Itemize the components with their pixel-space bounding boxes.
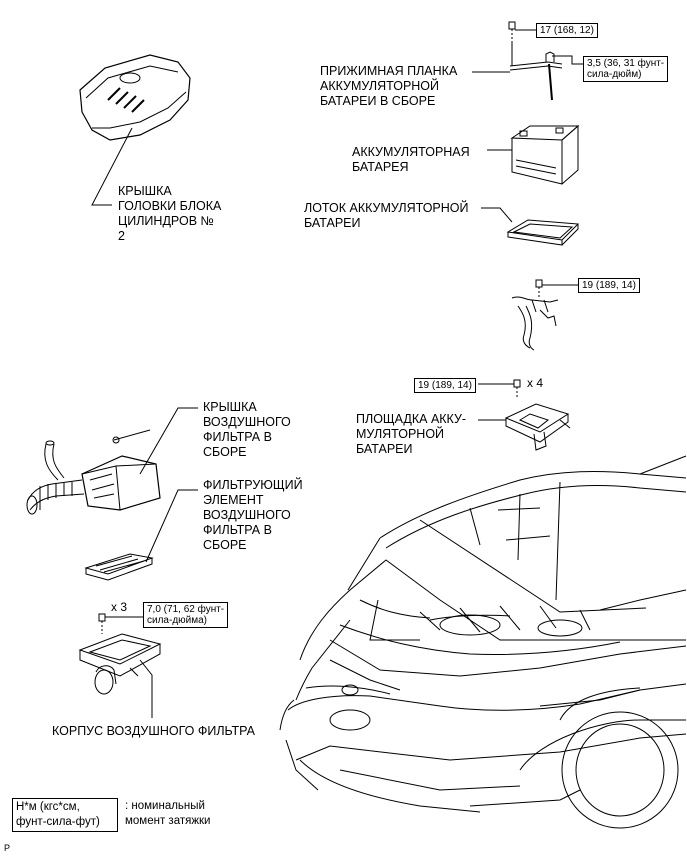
- torque-box-clamp-bolt: 17 (168, 12): [536, 23, 598, 38]
- torque-box-carrier-bolts: 19 (189, 14): [414, 378, 476, 393]
- label-battery-tray: ЛОТОК АККУМУЛЯТОРНОЙ БАТАРЕИ: [304, 201, 469, 230]
- label-cylinder-head-cover: КРЫШКА ГОЛОВКИ БЛОКА ЦИЛИНДРОВ № 2: [118, 184, 222, 243]
- label-battery-carrier: ПЛОЩАДКА АККУ- МУЛЯТОРНОЙ БАТАРЕИ: [356, 412, 467, 456]
- air-cleaner-case-illustration: [78, 613, 162, 695]
- label-air-cleaner-case: КОРПУС ВОЗДУШНОГО ФИЛЬТРА: [52, 724, 255, 738]
- multiplier-carrier: x 4: [527, 376, 544, 390]
- figure-code: P: [4, 843, 11, 853]
- torque-box-case-bolts: 7,0 (71, 62 фунт- сила-дюйма): [143, 602, 229, 628]
- label-air-filter-element: ФИЛЬТРУЮЩИЙ ЭЛЕМЕНТ ВОЗДУШНОГО ФИЛЬТРА В…: [203, 478, 303, 552]
- torque-box-bracket-bolt: 19 (189, 14): [578, 278, 640, 293]
- battery-illustration: [510, 124, 580, 185]
- battery-bracket-illustration: [511, 279, 559, 351]
- battery-tray-illustration: [506, 219, 580, 246]
- label-battery: АККУМУЛЯТОРНАЯ БАТАРЕЯ: [352, 145, 470, 174]
- air-filter-element-illustration: [84, 553, 154, 581]
- legend-text: : номинальный момент затяжки: [125, 800, 211, 827]
- label-air-cleaner-cap: КРЫШКА ВОЗДУШНОГО ФИЛЬТРА В СБОРЕ: [203, 400, 291, 459]
- label-battery-clamp: ПРИЖИМНАЯ ПЛАНКА АККУМУЛЯТОРНОЙ БАТАРЕИ …: [320, 64, 458, 108]
- battery-clamp-illustration: [508, 21, 563, 101]
- multiplier-case: x 3: [111, 600, 128, 614]
- vehicle-illustration: [279, 455, 687, 829]
- torque-box-clamp-nut: 3,5 (36, 31 фунт- сила-дюйм): [583, 56, 669, 82]
- legend-box: Н*м (кгс*см, фунт-сила-фут): [12, 798, 118, 832]
- cylinder-head-cover-illustration: [79, 54, 191, 141]
- air-cleaner-cap-illustration: [26, 429, 161, 515]
- battery-carrier-illustration: [504, 379, 571, 451]
